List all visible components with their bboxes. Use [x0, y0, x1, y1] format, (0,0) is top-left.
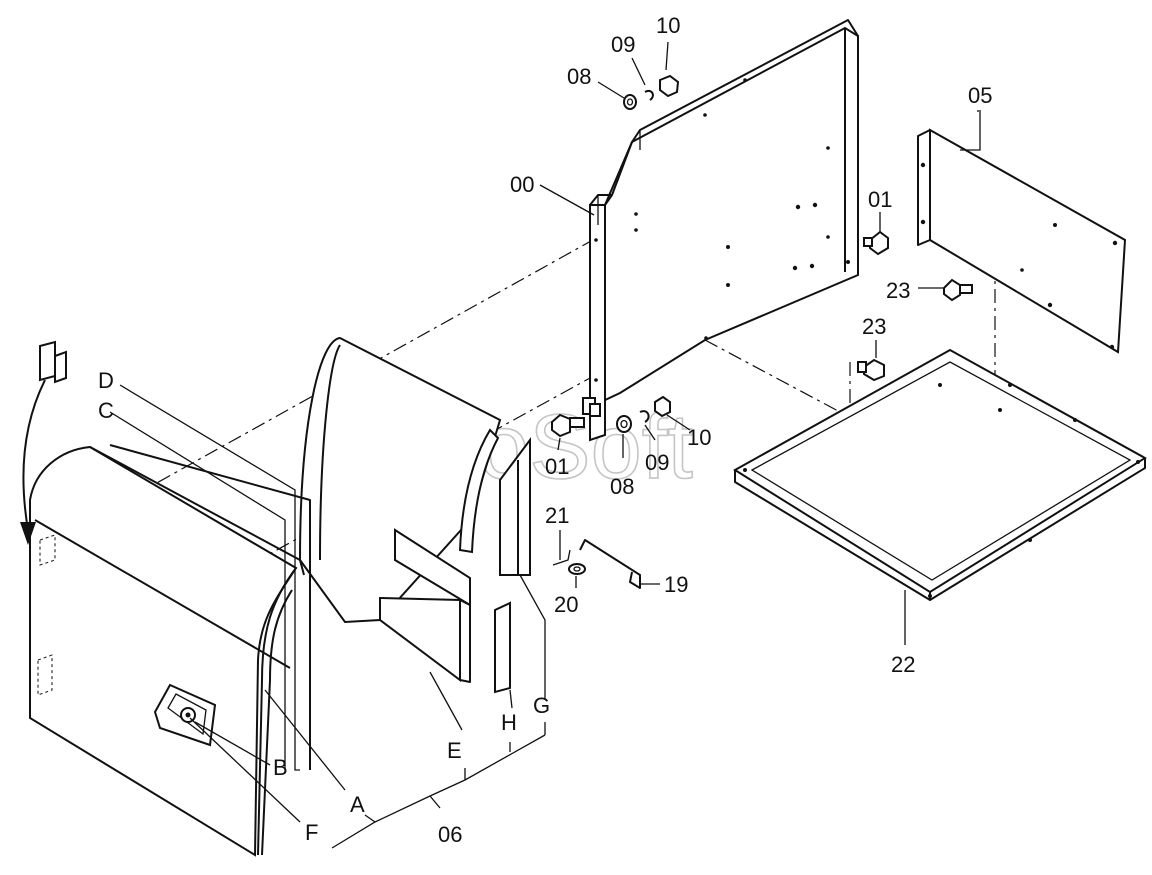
callout-09-top: 09 [611, 32, 635, 57]
door-panel [20, 379, 305, 857]
callout-01-lower: 01 [545, 454, 569, 479]
callout-10-top: 10 [656, 13, 680, 38]
callout-H: H [501, 710, 517, 735]
callout-A: A [350, 792, 365, 817]
callout-20: 20 [554, 592, 578, 617]
callout-22: 22 [891, 652, 915, 677]
hinge-D [39, 340, 67, 384]
frame-plate-00 [582, 19, 859, 442]
seal-strip-H [494, 601, 511, 694]
callout-C: C [98, 398, 114, 423]
callout-06: 06 [438, 822, 462, 847]
callout-G: G [533, 693, 550, 718]
leader-lines [109, 41, 981, 849]
fastener-group-top [623, 74, 680, 110]
callout-05: 05 [968, 83, 992, 108]
callout-10-lower: 10 [687, 425, 711, 450]
callout-23-lower: 23 [862, 314, 886, 339]
callout-08-lower: 08 [610, 474, 634, 499]
seal-strip-G [499, 437, 531, 576]
fastener-group-lower [551, 395, 671, 438]
callout-01-upper: 01 [868, 187, 892, 212]
callout-19: 19 [664, 572, 688, 597]
seal-C [109, 444, 311, 770]
insulation-pad-E [379, 528, 471, 683]
callout-00: 00 [510, 172, 534, 197]
callout-09-lower: 09 [645, 450, 669, 475]
rod-19 [579, 539, 641, 589]
callout-08-top: 08 [567, 64, 591, 89]
callout-23-upper: 23 [886, 278, 910, 303]
cover-plate-05 [917, 128, 1127, 354]
pin-21 [552, 549, 571, 566]
callout-E: E [447, 738, 462, 763]
callout-F: F [305, 820, 318, 845]
callout-labels: 00 08 09 10 05 01 23 23 01 08 09 10 21 1… [98, 13, 992, 847]
tray-22 [733, 348, 1147, 601]
callout-B: B [273, 755, 288, 780]
bolt-01-upper [863, 230, 889, 256]
callout-D: D [98, 368, 114, 393]
callout-21: 21 [545, 503, 569, 528]
washer-20 [568, 563, 586, 575]
bolt-23-lower [857, 358, 885, 382]
curved-strip-E [458, 428, 500, 554]
bolt-23-upper [943, 278, 973, 302]
